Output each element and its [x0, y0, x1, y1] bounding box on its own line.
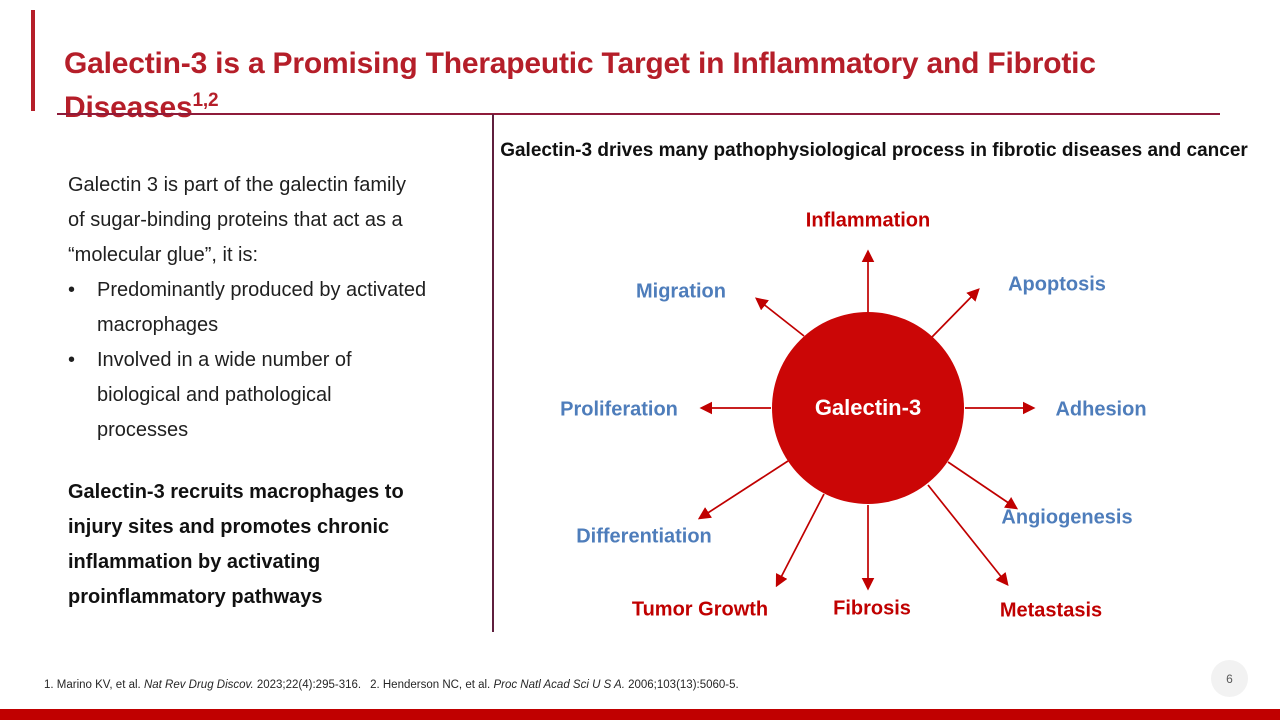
bullet-text: Involved in a wide number of biological … — [97, 349, 352, 441]
reference-2-authors: 2. Henderson NC, et al. — [370, 679, 494, 691]
page-title-superscript: 1,2 — [192, 90, 219, 112]
reference-1-authors: 1. Marino KV, et al. — [44, 679, 144, 691]
hub-circle — [772, 312, 964, 504]
bullet-icon: • — [68, 279, 76, 301]
arrow-migration — [754, 297, 805, 337]
bullet-list: • Predominantly produced by activated ma… — [68, 273, 428, 448]
diagram-graphic — [697, 249, 1036, 591]
title-accent-bar — [31, 10, 35, 111]
node-apoptosis: Apoptosis — [1008, 273, 1106, 296]
page-title-text: Galectin-3 is a Promising Therapeutic Ta… — [64, 47, 1096, 125]
bullet-text: Predominantly produced by activated macr… — [97, 279, 427, 336]
node-adhesion: Adhesion — [1055, 398, 1147, 421]
references-footer: 1. Marino KV, et al. Nat Rev Drug Discov… — [44, 679, 1144, 691]
node-tumor-growth: Tumor Growth — [631, 598, 769, 621]
page-number: 6 — [1226, 671, 1233, 686]
reference-2: 2. Henderson NC, et al. Proc Natl Acad S… — [370, 679, 739, 691]
node-metastasis: Metastasis — [999, 599, 1103, 622]
hub-label: Galectin-3 — [814, 395, 922, 420]
bottom-accent-bar — [0, 709, 1280, 720]
reference-1-citation: 2023;22(4):295-316. — [253, 679, 362, 691]
diagram-heading: Galectin-3 drives many pathophysiologica… — [500, 140, 1248, 161]
title-divider — [57, 113, 1220, 115]
spoke-arrows — [697, 249, 1036, 591]
arrow-differentiation — [697, 460, 789, 520]
list-item: • Predominantly produced by activated ma… — [68, 273, 428, 343]
node-proliferation: Proliferation — [560, 398, 678, 421]
arrow-angiogenesis — [947, 461, 1019, 510]
list-item: • Involved in a wide number of biologica… — [68, 343, 428, 448]
hub-spoke-diagram: Galectin-3 Inflammation Migration Apopto… — [500, 200, 1240, 630]
reference-1-journal: Nat Rev Drug Discov. — [143, 679, 254, 691]
intro-paragraph: Galectin 3 is part of the galectin famil… — [68, 174, 406, 266]
node-fibrosis: Fibrosis — [833, 597, 911, 620]
page-title: Galectin-3 is a Promising Therapeutic Ta… — [64, 42, 1144, 130]
emphasis-paragraph: Galectin-3 recruits macrophages to injur… — [68, 481, 404, 608]
page-number-badge: 6 — [1211, 660, 1248, 697]
column-divider — [492, 114, 494, 632]
arrow-tumor-growth — [775, 493, 825, 588]
left-text-panel: Galectin 3 is part of the galectin famil… — [68, 168, 453, 615]
node-inflammation: Inflammation — [805, 209, 931, 232]
reference-1: 1. Marino KV, et al. Nat Rev Drug Discov… — [44, 679, 361, 691]
reference-2-journal: Proc Natl Acad Sci U S A. — [493, 679, 625, 691]
bullet-icon: • — [68, 349, 76, 371]
reference-2-citation: 2006;103(13):5060-5. — [624, 679, 739, 691]
node-migration: Migration — [636, 280, 726, 303]
node-angiogenesis: Angiogenesis — [1001, 506, 1133, 529]
arrow-metastasis — [927, 484, 1009, 586]
node-differentiation: Differentiation — [576, 525, 712, 548]
arrow-apoptosis — [931, 288, 980, 338]
